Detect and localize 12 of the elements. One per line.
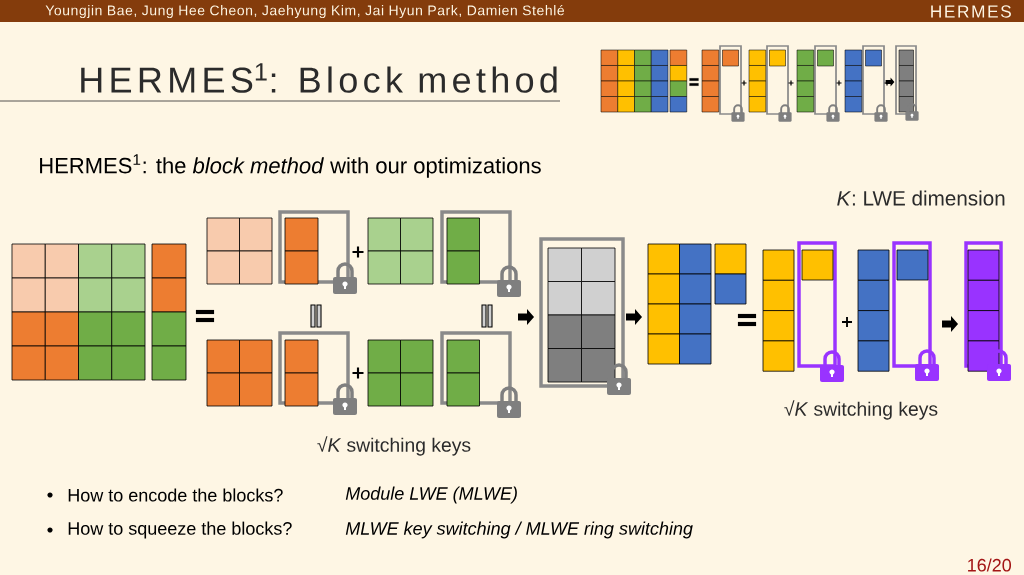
subtitle: HERMES$^{1}$: the block method with our optimizations bbox=[40, 154, 541, 178]
page-number: 16/20 bbox=[968, 558, 1012, 572]
answer-text: Module LWE (MLWE) bbox=[345, 486, 517, 504]
key-count-caption: √K switching keys bbox=[784, 400, 938, 420]
key-count-caption: √K switching keys bbox=[317, 436, 471, 456]
answer-text: MLWE key switching / MLWE ring switching bbox=[345, 521, 693, 539]
author-list: Youngjin Bae, Jung Hee Cheon, Jaehyung Kim, Jai Hyun Park, Damien Stehlé bbox=[45, 4, 565, 19]
bullet-item: How to squeeze the blocks? bbox=[47, 521, 292, 539]
header-title: HERMES bbox=[931, 5, 1011, 18]
bullet-item: How to encode the blocks? bbox=[47, 488, 283, 502]
slide-title: HERMES$^{1}$: Block method bbox=[81, 63, 557, 93]
definition-note: K: LWE dimension bbox=[837, 190, 1005, 206]
